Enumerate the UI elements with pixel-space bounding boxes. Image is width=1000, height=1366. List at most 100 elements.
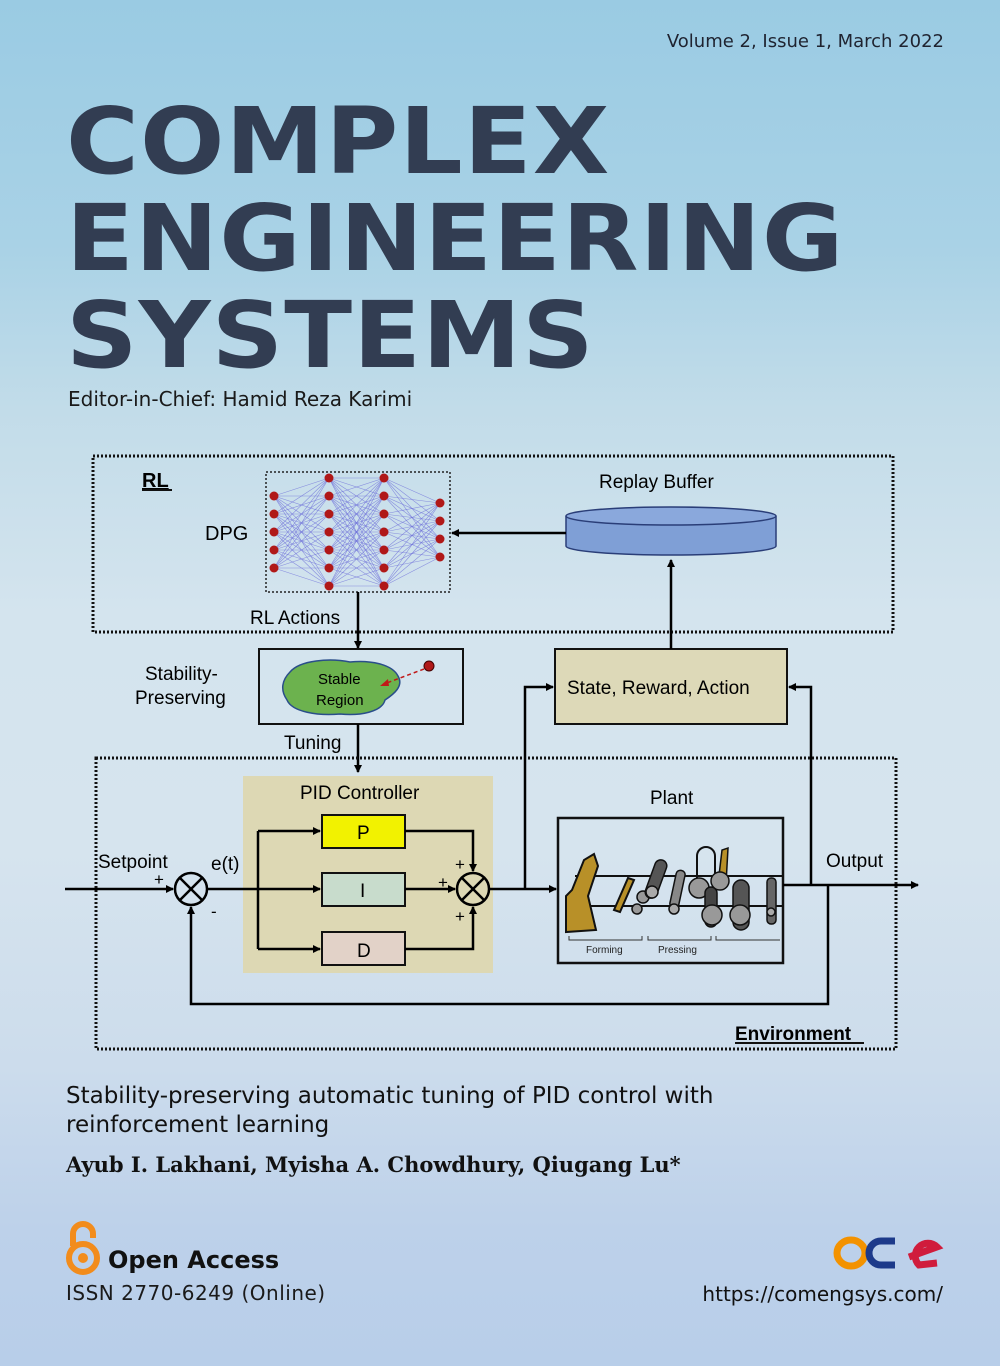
stability-label-line2: Preserving [135, 688, 226, 709]
stable-region-line2: Region [316, 692, 364, 709]
state-reward-action-box [554, 648, 788, 725]
p-to-sum2 [405, 829, 477, 872]
control-to-sra [523, 683, 554, 889]
forming-label: Forming [586, 945, 623, 956]
environment-label: Environment [735, 1024, 852, 1045]
nn-edge [328, 549, 385, 587]
issn: ISSN 2770-6249 (Online) [66, 1281, 326, 1305]
stability-preserving-box [258, 648, 464, 725]
nn-edge [273, 495, 330, 569]
nn-edge [273, 567, 330, 587]
nn-node [269, 563, 279, 573]
i-label: I [360, 881, 365, 902]
nn-node [324, 491, 334, 501]
nn-edge [273, 531, 330, 569]
oae-publisher-logo [833, 1236, 944, 1270]
replay-buffer-cylinder [565, 506, 777, 556]
nn-node [379, 491, 389, 501]
nn-edge [273, 477, 330, 497]
nn-node [435, 498, 445, 508]
issue-info: Volume 2, Issue 1, March 2022 [666, 31, 944, 52]
output-to-sra [788, 683, 813, 885]
nn-node [324, 509, 334, 519]
sum2-plus-bottom: + [455, 907, 465, 926]
dpg-label: DPG [205, 523, 248, 545]
nn-edge [328, 513, 385, 587]
neural-network-edges [273, 477, 441, 587]
setpoint-label: Setpoint [98, 852, 168, 873]
projection-arrow [383, 668, 425, 685]
state-reward-action-label: State, Reward, Action [567, 678, 750, 699]
editor-in-chief: Editor-in-Chief: Hamid Reza Karimi [68, 387, 413, 411]
nn-edge [273, 549, 330, 569]
nn-node [435, 552, 445, 562]
nn-edge [383, 502, 441, 587]
paper-machine-illustration [565, 846, 783, 941]
plant-box [556, 816, 785, 965]
rl-group-box [91, 454, 895, 634]
tuning-label: Tuning [284, 733, 341, 754]
plant-label: Plant [650, 788, 694, 809]
nn-edge [328, 567, 385, 587]
stable-region-line1: Stable [318, 671, 361, 688]
nn-edge [328, 477, 385, 497]
nn-node [269, 527, 279, 537]
nn-node [324, 563, 334, 573]
nn-edge [383, 495, 441, 504]
nn-edge [328, 477, 385, 587]
journal-url[interactable]: https://comengsys.com/ [702, 1282, 943, 1306]
nn-node [269, 491, 279, 501]
rl-pid-diagram: RL DPG Replay Buffer RL Actions Stabilit… [65, 454, 919, 1051]
nn-node [379, 527, 389, 537]
nn-edge [383, 502, 441, 551]
open-access-badge: Open Access [64, 1220, 279, 1276]
stable-region-blob [282, 659, 401, 716]
journal-title-line-3: SYSTEMS [66, 282, 595, 389]
feedback-loop [187, 885, 830, 1006]
nn-edge [383, 556, 441, 587]
nn-edge [383, 502, 441, 569]
nn-edge [383, 502, 441, 515]
nn-node [324, 527, 334, 537]
nn-edge [383, 477, 441, 504]
nn-edge [273, 477, 330, 551]
article-title: Stability-preserving automatic tuning of… [66, 1083, 714, 1138]
nn-edge [273, 477, 330, 515]
nn-edge [273, 477, 330, 533]
nn-edge [383, 538, 441, 587]
nn-node [324, 545, 334, 555]
article-authors: Ayub I. Lakhani, Myisha A. Chowdhury, Qi… [66, 1152, 681, 1177]
nn-edge [328, 531, 385, 587]
journal-title-line-2: ENGINEERING [66, 185, 845, 292]
pressing-label: Pressing [658, 945, 697, 956]
sum2-plus-top: + [455, 855, 465, 874]
nn-node [379, 473, 389, 483]
nn-edge [328, 477, 385, 515]
rl-group-label: RL [142, 470, 169, 492]
rl-actions-label: RL Actions [250, 608, 340, 629]
nn-node [379, 509, 389, 519]
nn-node [435, 534, 445, 544]
journal-title-line-1: COMPLEX [66, 88, 611, 195]
p-label: P [357, 823, 370, 844]
nn-node [324, 581, 334, 591]
nn-node [269, 509, 279, 519]
nn-edge [328, 477, 385, 551]
nn-node [379, 545, 389, 555]
nn-edge [328, 495, 385, 587]
nn-edge [383, 502, 441, 533]
d-to-sum2 [405, 906, 477, 951]
replay-buffer-label: Replay Buffer [599, 472, 714, 493]
nn-node [435, 516, 445, 526]
nn-node [269, 545, 279, 555]
nn-edge [273, 513, 330, 569]
sum1-plus: + [154, 870, 164, 889]
p-block [321, 814, 406, 849]
nn-node [379, 563, 389, 573]
nn-edge [273, 477, 330, 569]
pid-controller-label: PID Controller [300, 783, 420, 804]
nn-edge [328, 477, 385, 533]
d-label: D [357, 941, 371, 962]
nn-edge [328, 477, 385, 569]
summing-junction-1 [173, 871, 209, 907]
